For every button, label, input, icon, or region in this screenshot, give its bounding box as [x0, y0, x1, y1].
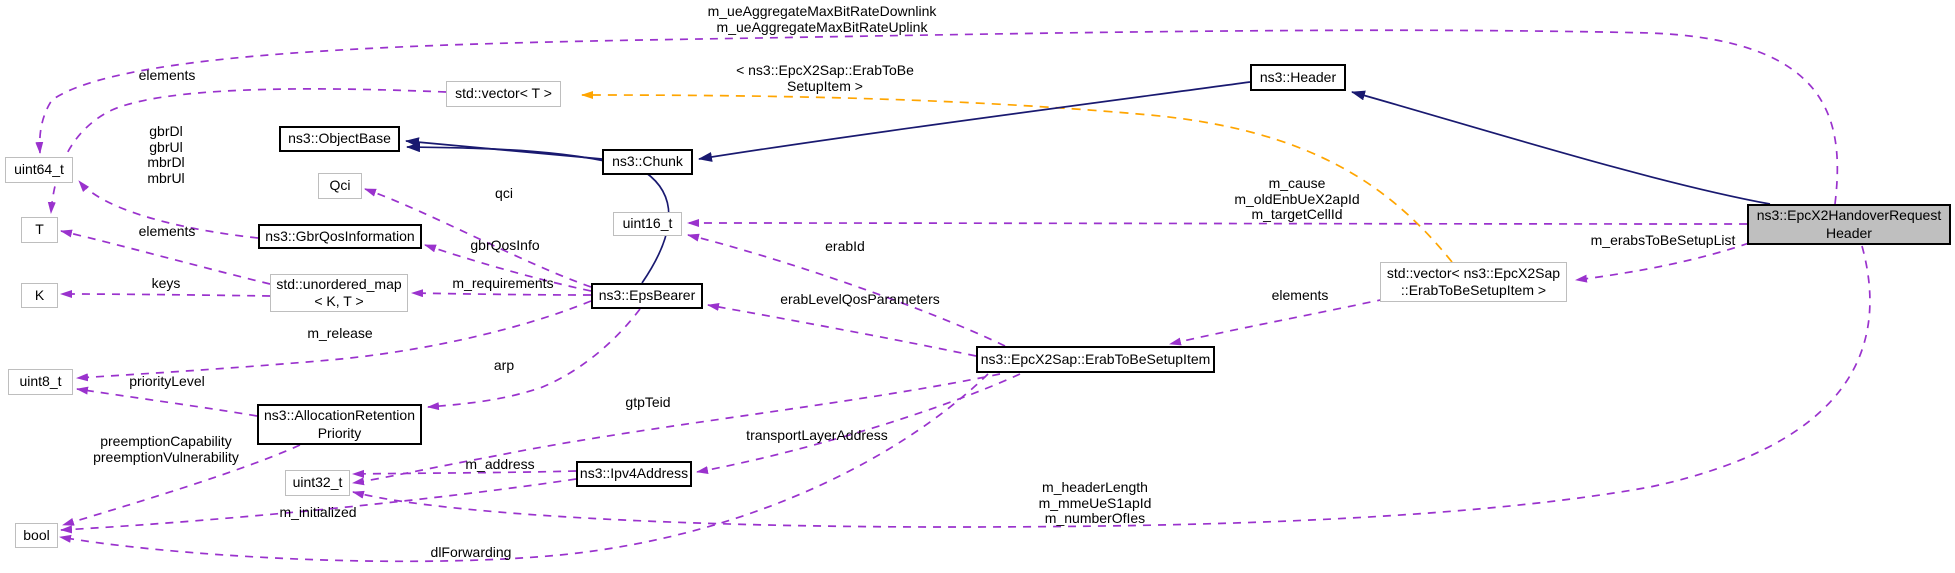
edge-label-prioritylevel: priorityLevel	[129, 373, 205, 389]
edge-elements-vec-erab	[1169, 298, 1386, 346]
node-template-param-t: T	[21, 217, 58, 243]
edge-label-arp: arp	[493, 357, 515, 373]
edge-inherit-header-chunk	[698, 81, 1251, 162]
edge-label-m-address: m_address	[465, 456, 535, 472]
node-uint8-t: uint8_t	[8, 369, 73, 395]
edge-label-elements-map: elements	[138, 223, 196, 239]
edge-label-m-release: m_release	[307, 325, 373, 341]
edge-arp	[427, 308, 641, 411]
edge-label-qci: qci	[495, 185, 513, 201]
edge-m-release	[76, 300, 592, 382]
node-ns3-epcx2sap-erabtobesetupitem[interactable]: ns3::EpcX2Sap::ErabToBeSetupItem	[976, 346, 1215, 373]
edge-label-elements-vector-t: elements	[138, 67, 196, 83]
edge-inherit-hrh-header	[1351, 90, 1771, 205]
node-std-unordered-map: std::unordered_map < K, T >	[270, 274, 408, 312]
edge-erablevelqos	[707, 303, 977, 357]
edge-m-cause-group	[687, 219, 1748, 228]
node-uint64-t: uint64_t	[5, 157, 73, 183]
edge-m-address	[352, 469, 577, 478]
edge-label-gtpteid: gtpTeid	[625, 394, 671, 410]
edge-label-transportlayeraddress: transportLayerAddress	[746, 427, 888, 443]
edge-m-erabstobesetuplist	[1575, 242, 1750, 283]
node-template-param-k: K	[21, 283, 58, 308]
node-ns3-allocationretentionpriority[interactable]: ns3::AllocationRetention Priority	[257, 404, 422, 445]
edge-label-preemption: preemptionCapability preemptionVulnerabi…	[93, 433, 239, 465]
edge-prioritylevel	[76, 386, 258, 417]
node-ns3-objectbase[interactable]: ns3::ObjectBase	[279, 126, 400, 152]
node-uint32-t: uint32_t	[285, 470, 350, 496]
edge-label-template-args: < ns3::EpcX2Sap::ErabToBe SetupItem >	[736, 62, 914, 94]
edge-label-keys: keys	[151, 275, 181, 291]
edge-m-requirements	[411, 289, 592, 298]
edge-gbrqosinfo	[424, 244, 592, 292]
edge-label-m-requirements: m_requirements	[452, 275, 554, 291]
edge-preemption	[62, 444, 301, 526]
edge-gtpteid	[352, 373, 1001, 486]
edge-m-initialized	[60, 478, 577, 534]
edge-label-dlforwarding: dlForwarding	[430, 544, 512, 560]
edge-label-erablevelqosparameters: erabLevelQosParameters	[780, 291, 940, 307]
edge-qci	[364, 188, 592, 288]
edge-transportlayeraddress	[696, 373, 1021, 474]
edge-label-ue-aggregate: m_ueAggregateMaxBitRateDownlink m_ueAggr…	[707, 3, 937, 35]
edge-gbr-rates	[78, 180, 259, 239]
edge-label-erabid: erabId	[825, 238, 865, 254]
edge-label-m-cause-group: m_cause m_oldEnbUeX2apId m_targetCellId	[1234, 175, 1360, 223]
node-ns3-epsbearer[interactable]: ns3::EpsBearer	[591, 283, 703, 309]
edge-m-header-group	[352, 245, 1871, 528]
node-std-vector-erabtobesetupitem: std::vector< ns3::EpcX2Sap ::ErabToBeSet…	[1380, 262, 1567, 302]
node-ns3-chunk[interactable]: ns3::Chunk	[602, 149, 693, 175]
node-ns3-header[interactable]: ns3::Header	[1250, 64, 1346, 91]
edge-label-elements-vec-erab: elements	[1271, 287, 1329, 303]
node-bool: bool	[15, 523, 58, 548]
node-ns3-ipv4address[interactable]: ns3::Ipv4Address	[576, 461, 692, 487]
edge-label-gbr-rates: gbrDl gbrUl mbrDl mbrUl	[147, 123, 185, 187]
node-ns3-gbrqosinformation[interactable]: ns3::GbrQosInformation	[258, 224, 422, 249]
node-std-vector-t: std::vector< T >	[446, 81, 561, 107]
edge-label-m-initialized: m_initialized	[279, 504, 357, 520]
edge-keys	[60, 290, 271, 299]
edge-elements-map	[60, 229, 271, 285]
node-ns3-epcx2handoverrequestheader-current: ns3::EpcX2HandoverRequest Header	[1747, 204, 1951, 245]
edge-m-ueaggregate	[35, 29, 1839, 205]
edge-label-m-erabstobesetuplist: m_erabsToBeSetupList	[1590, 232, 1736, 248]
edge-label-m-header-group: m_headerLength m_mmeUeS1apId m_numberOfI…	[1038, 479, 1152, 527]
node-uint16-t: uint16_t	[613, 212, 682, 236]
edge-dlforwarding	[59, 373, 989, 563]
node-qci: Qci	[318, 173, 362, 199]
edge-label-gbrqosinfo: gbrQosInfo	[470, 237, 540, 253]
edge-erabid	[687, 233, 1006, 347]
